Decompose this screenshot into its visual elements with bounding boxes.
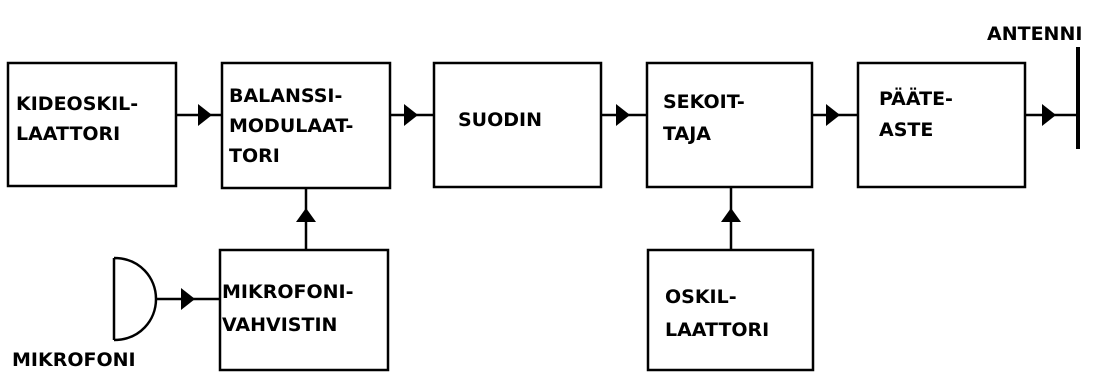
block-label-line: LAATTORI [665,319,769,341]
antenna-label: ANTENNI [987,23,1082,45]
connector-arrow [296,188,316,250]
block-frame [432,61,603,189]
block-label-line: ASTE [879,119,933,141]
connector-arrow [1025,104,1078,126]
block-paateaste: PÄÄTE- ASTE [856,61,1027,189]
connector-arrow [812,104,858,126]
connector-arrow [721,187,741,250]
block-label-line: SEKOIT- [663,91,745,113]
block-label-line: OSKIL- [665,286,737,308]
block-oskillaattori: OSKIL- LAATTORI [646,248,815,372]
block-label-line: MODULAAT- [229,115,353,137]
block-label-line: KIDEOSKIL- [16,93,138,115]
block-label-line: BALANSSI- [229,85,342,107]
block-label-line: TAJA [663,123,711,145]
block-kideoskillaattori: KIDEOSKIL- LAATTORI [6,61,178,188]
block-label-line: SUODIN [458,109,542,131]
block-frame [6,61,178,188]
microphone-label: MIKROFONI [12,349,136,371]
connector-arrow [155,288,220,310]
block-mikrofonivahvistin: MIKROFONI- VAHVISTIN [218,248,390,372]
block-sekoittaja: SEKOIT- TAJA [645,61,814,189]
block-label-line: TORI [229,145,280,167]
block-label-line: VAHVISTIN [222,314,337,336]
block-frame [645,61,814,189]
block-frame [220,61,392,190]
connector-arrow [390,104,434,126]
block-label-line: LAATTORI [16,123,120,145]
block-label-line: PÄÄTE- [879,86,953,110]
block-balanssimodulaattori: BALANSSI- MODULAAT- TORI [220,61,392,190]
block-frame [218,248,390,372]
block-label-line: MIKROFONI- [222,281,353,303]
connector-arrow [176,104,222,126]
block-frame [856,61,1027,189]
connector-arrow [601,104,647,126]
block-frame [646,248,815,372]
block-suodin: SUODIN [432,61,603,189]
microphone-icon [112,256,158,342]
